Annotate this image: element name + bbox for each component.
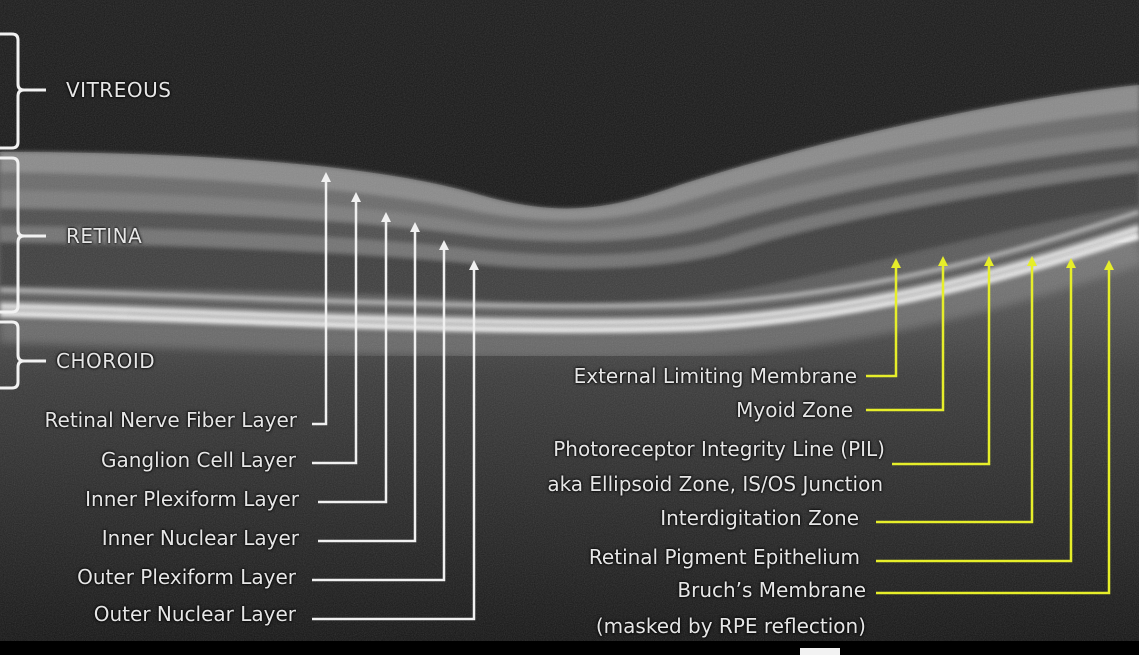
label-ellipsoid-zone-aka: aka Ellipsoid Zone, IS/OS Junction <box>547 472 883 496</box>
label-outer-nuclear-layer: Outer Nuclear Layer <box>94 602 296 626</box>
label-retinal-pigment-epithelium: Retinal Pigment Epithelium <box>589 545 860 569</box>
label-interdigitation-zone: Interdigitation Zone <box>660 506 859 530</box>
label-inner-plexiform-layer: Inner Plexiform Layer <box>85 487 299 511</box>
label-ganglion-cell-layer: Ganglion Cell Layer <box>101 448 296 472</box>
label-inner-nuclear-layer: Inner Nuclear Layer <box>102 526 299 550</box>
vitreous-label: VITREOUS <box>66 78 171 102</box>
bottom-border <box>0 641 1139 655</box>
corner-mark <box>800 648 840 655</box>
label-external-limiting-membrane: External Limiting Membrane <box>574 364 857 388</box>
retina-label: RETINA <box>66 224 142 248</box>
label-masked-note: (masked by RPE reflection) <box>596 614 866 638</box>
label-myoid-zone: Myoid Zone <box>736 398 853 422</box>
choroid-label: CHOROID <box>56 349 155 373</box>
label-retinal-nerve-fiber-layer: Retinal Nerve Fiber Layer <box>45 408 297 432</box>
label-bruchs-membrane: Bruch’s Membrane <box>677 578 866 602</box>
label-outer-plexiform-layer: Outer Plexiform Layer <box>77 565 296 589</box>
label-photoreceptor-integrity-line: Photoreceptor Integrity Line (PIL) <box>553 437 885 461</box>
